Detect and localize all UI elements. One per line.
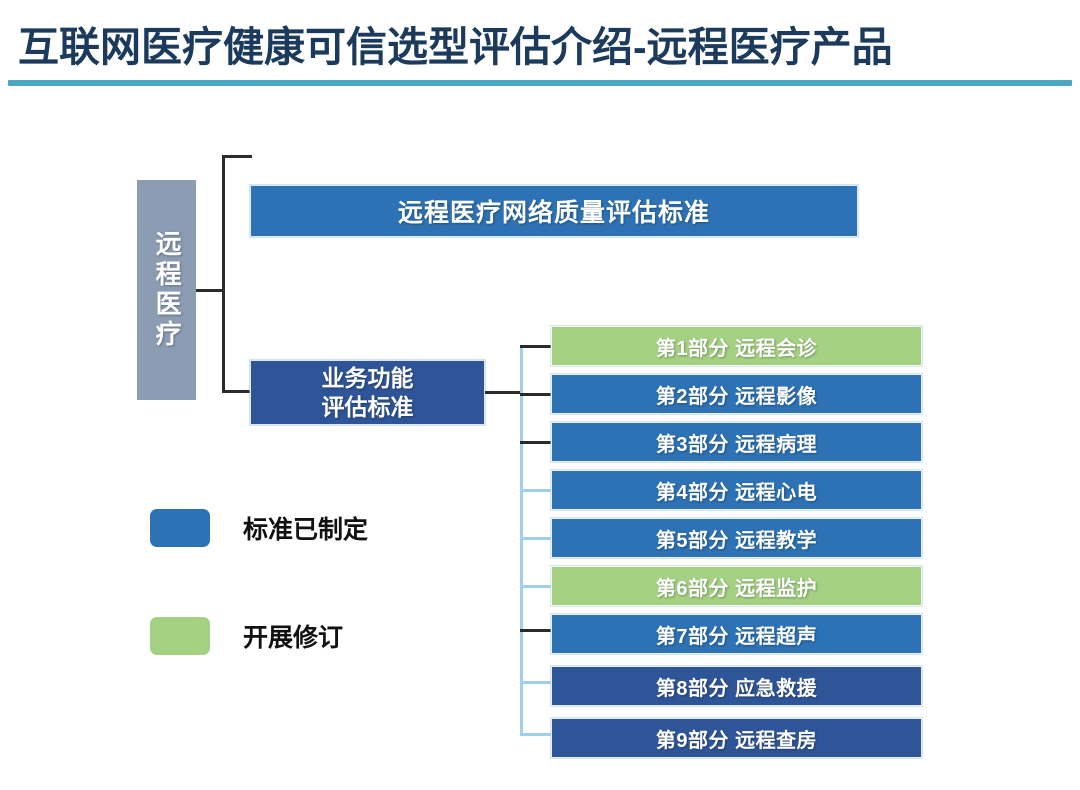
connector-part-1 [520, 345, 551, 348]
node-network-quality-standard[interactable]: 远程医疗网络质量评估标准 [250, 185, 858, 237]
legend-swatch-blue [150, 509, 210, 547]
part-item-9[interactable]: 第9部分 远程查房 [551, 718, 922, 758]
part-item-8-label: 第8部分 应急救援 [655, 677, 818, 700]
part-item-2-label: 第2部分 远程影像 [655, 385, 818, 408]
legend-label-under-revision: 开展修订 [243, 624, 344, 652]
connector-branch-business [222, 390, 252, 393]
connector-business-stub [485, 391, 523, 394]
node-business-function-standard-label-line2: 评估标准 [321, 393, 414, 420]
connector-branch-network [222, 155, 252, 158]
connector-part-3 [520, 441, 551, 444]
part-item-7[interactable]: 第7部分 远程超声 [551, 614, 922, 654]
node-business-function-standard[interactable]: 业务功能 评估标准 [250, 360, 485, 425]
connector-part-6 [520, 585, 551, 588]
connector-parts-spine-lower [520, 345, 523, 736]
connector-root-stub [196, 289, 224, 292]
connector-part-5 [520, 537, 551, 540]
part-item-6[interactable]: 第6部分 远程监护 [551, 566, 922, 606]
part-item-7-label: 第7部分 远程超声 [655, 625, 818, 648]
part-item-6-label: 第6部分 远程监护 [655, 577, 818, 600]
connector-part-8 [520, 681, 551, 684]
part-item-3-label: 第3部分 远程病理 [655, 433, 818, 456]
part-item-4[interactable]: 第4部分 远程心电 [551, 470, 922, 510]
connector-part-9 [520, 733, 551, 736]
part-item-3[interactable]: 第3部分 远程病理 [551, 422, 922, 462]
legend-label-standard-published: 标准已制定 [243, 516, 369, 544]
org-chart-diagram: 远程医疗 远程医疗网络质量评估标准 业务功能 评估标准 第1部分 远程会诊 第2… [0, 92, 1080, 790]
legend-swatch-green [150, 617, 210, 655]
part-item-5[interactable]: 第5部分 远程教学 [551, 518, 922, 558]
root-node-label: 远程医疗 [152, 230, 183, 350]
part-item-8[interactable]: 第8部分 应急救援 [551, 666, 922, 706]
connector-part-4 [520, 489, 551, 492]
connector-part-7 [520, 629, 551, 632]
page-title: 互联网医疗健康可信选型评估介绍-远程医疗产品 [18, 24, 893, 70]
legend-item-under-revision[interactable]: 开展修订 [150, 617, 343, 655]
part-item-4-label: 第4部分 远程心电 [655, 481, 818, 504]
title-divider [8, 80, 1072, 86]
connector-root-spine [222, 155, 225, 393]
node-business-function-standard-label-line1: 业务功能 [321, 365, 414, 392]
node-network-quality-standard-label: 远程医疗网络质量评估标准 [397, 199, 710, 227]
part-item-1[interactable]: 第1部分 远程会诊 [551, 326, 922, 366]
connector-part-2 [520, 393, 551, 396]
part-item-1-label: 第1部分 远程会诊 [655, 337, 818, 360]
part-item-2[interactable]: 第2部分 远程影像 [551, 374, 922, 414]
part-item-5-label: 第5部分 远程教学 [655, 529, 818, 552]
part-item-9-label: 第9部分 远程查房 [655, 729, 818, 752]
root-node-telemedicine[interactable]: 远程医疗 [137, 180, 196, 400]
legend-item-standard-published[interactable]: 标准已制定 [150, 509, 368, 547]
